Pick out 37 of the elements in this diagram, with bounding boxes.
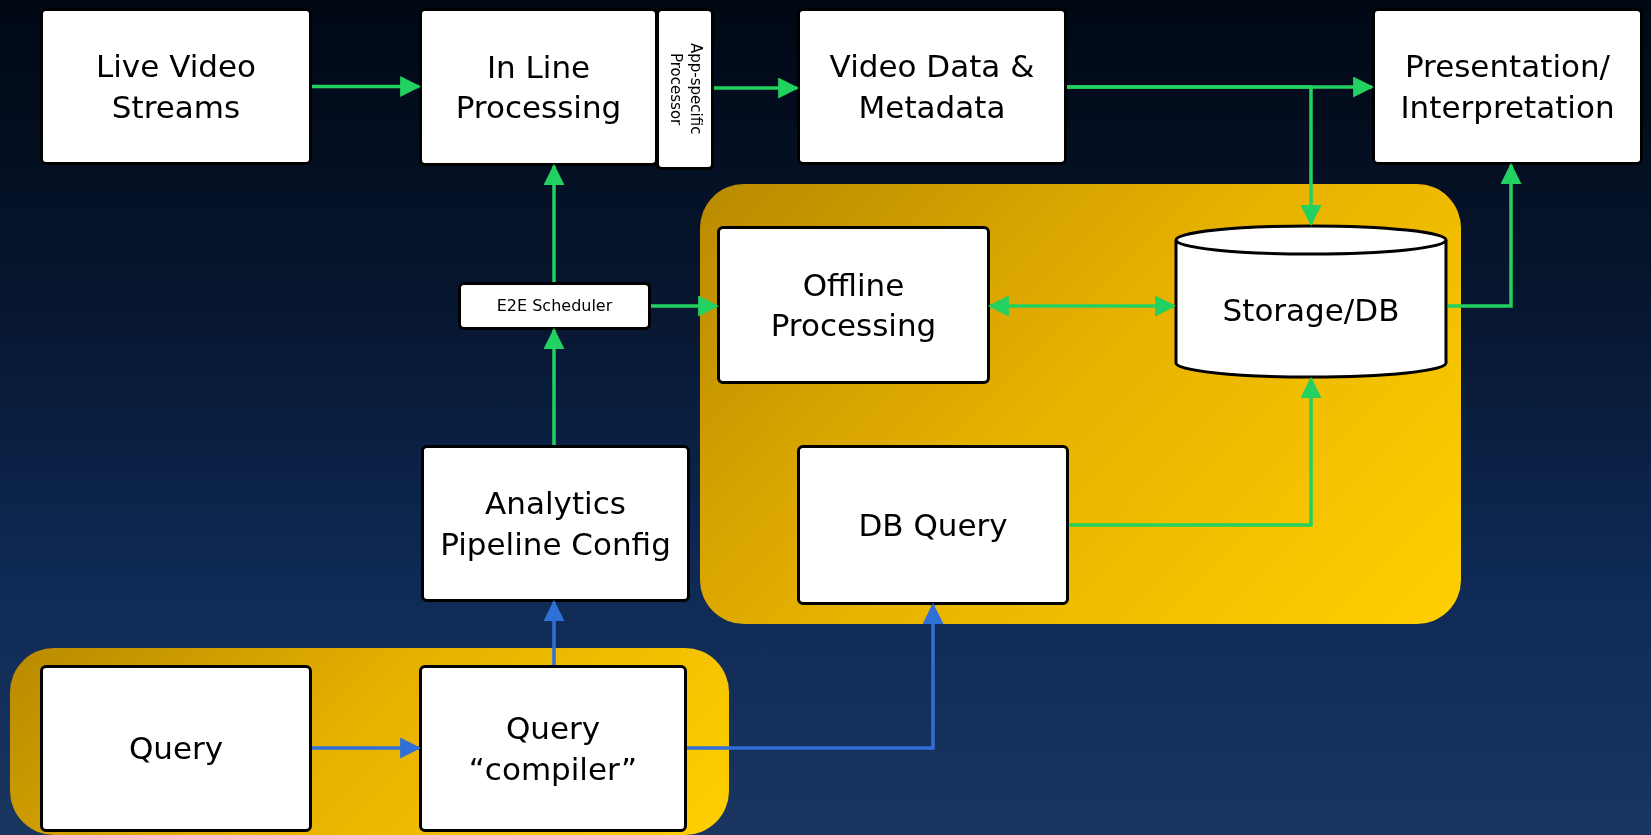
processor-box — [656, 8, 714, 170]
arrow — [312, 737, 422, 759]
group-panel — [700, 184, 1461, 624]
scheduler-label: E2E Scheduler — [495, 295, 614, 317]
scheduler-box — [458, 282, 651, 330]
group-panel — [10, 648, 729, 835]
node-label: Analytics Pipeline Config — [439, 484, 672, 564]
arrow — [987, 295, 1177, 317]
arrow — [651, 295, 720, 317]
node-label: Offline Processing — [769, 265, 938, 345]
arrow — [1448, 162, 1522, 308]
process-box — [40, 8, 312, 165]
process-box — [40, 665, 312, 832]
node-label: In Line Processing — [454, 47, 623, 127]
process-box — [1372, 8, 1643, 165]
process-box — [419, 8, 658, 166]
arrow — [312, 76, 422, 97]
arrow — [543, 163, 565, 282]
arrow — [687, 602, 944, 750]
arrow — [714, 77, 800, 99]
arrow — [543, 599, 565, 665]
node-label: Query “compiler” — [467, 709, 639, 789]
arrow — [543, 327, 565, 445]
arrow — [1067, 85, 1322, 227]
process-box — [797, 445, 1069, 605]
process-box — [717, 226, 990, 384]
node-label: Query — [127, 729, 225, 769]
process-box — [797, 8, 1067, 165]
arrow — [1069, 376, 1322, 527]
node-label: Video Data & Metadata — [828, 47, 1036, 127]
node-label: App-specific Processor — [666, 42, 706, 137]
node-label: Live Video Streams — [95, 47, 257, 127]
process-box — [421, 445, 690, 602]
process-box — [419, 665, 687, 832]
node-label: Presentation/ Interpretation — [1399, 47, 1616, 127]
node-label: Storage/DB — [1221, 291, 1401, 331]
node-label: DB Query — [857, 505, 1009, 545]
